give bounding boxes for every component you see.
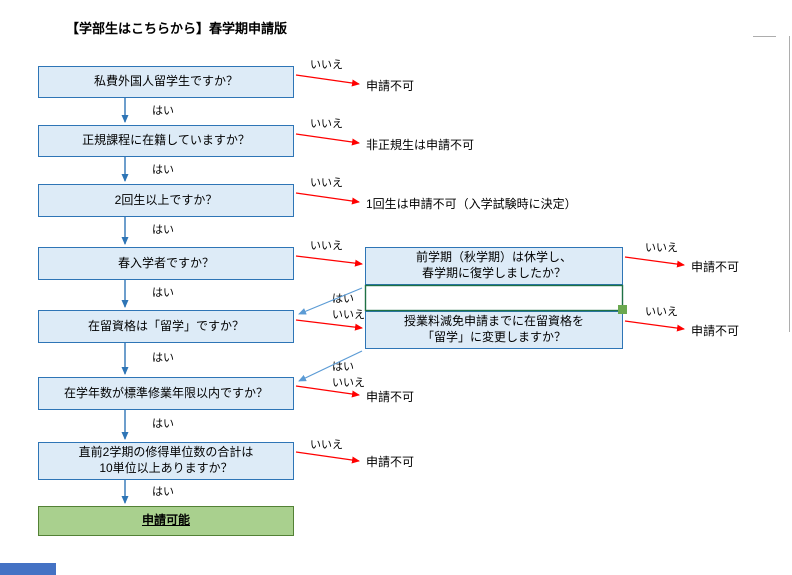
page-title: 【学部生はこちらから】春学期申請版 [66,21,288,36]
question-box-credits: 直前2学期の修得単位数の合計は 10単位以上ありますか？ [38,442,294,480]
question-box-spring-entrant: 春入学者ですか？ [38,247,294,280]
outcome-q6-reject: 申請不可 [366,390,415,404]
label-no-q1: いいえ [310,59,343,71]
arrow-no-q3 [295,192,360,205]
outcome-q2-reject: 非正規生は申請不可 [366,138,475,152]
label-yes-q6: はい [152,418,174,430]
question-box-change-status: 授業料減免申請までに在留資格を 「留学」に変更しますか？ [365,311,623,349]
arrow-no-q7 [295,451,360,464]
label-no-qa: いいえ [645,242,678,254]
label-no-q5: いいえ [332,309,365,321]
outcome-q1-reject: 申請不可 [366,79,415,93]
empty-outline-box [364,284,624,312]
result-box-approve: 申請可能 [38,506,294,536]
label-yes-q5: はい [152,352,174,364]
question-box-private-intl-student: 私費外国人留学生ですか？ [38,66,294,98]
label-yes-q7: はい [152,486,174,498]
outcome-qa-reject: 申請不可 [691,260,740,274]
question-box-leave-and-return: 前学期（秋学期）は休学し、 春学期に復学しましたか？ [365,247,623,285]
question-box-standard-years: 在学年数が標準修業年限以内ですか？ [38,377,294,410]
outcome-qb-reject: 申請不可 [691,324,740,338]
label-no-q4: いいえ [310,240,343,252]
bottom-left-blue-bar [0,563,56,575]
arrow-no-qb [624,320,685,332]
arrow-no-q4-to-qa [295,255,363,267]
label-no-q6: いいえ [332,377,365,389]
label-yes-q1: はい [152,105,174,117]
outcome-q3-reject: 1回生は申請不可（入学試験時に決定） [366,197,577,211]
label-yes-q4: はい [152,287,174,299]
question-box-regular-program: 正規課程に在籍していますか？ [38,125,294,157]
arrow-no-q2 [295,133,360,146]
label-no-q7: いいえ [310,439,343,451]
arrow-no-qa [624,256,685,268]
label-no-qb: いいえ [645,306,678,318]
label-yes-q3: はい [152,224,174,236]
label-yes-q2: はい [152,164,174,176]
arrow-no-q1 [295,74,360,87]
label-yes-qa: はい [332,293,354,305]
question-box-residence-status: 在留資格は「留学」ですか？ [38,310,294,343]
label-yes-qb: はい [332,361,354,373]
outcome-q7-reject: 申請不可 [366,455,415,469]
question-box-second-year-or-above: 2回生以上ですか？ [38,184,294,217]
label-no-q2: いいえ [310,118,343,130]
label-no-q3: いいえ [310,177,343,189]
